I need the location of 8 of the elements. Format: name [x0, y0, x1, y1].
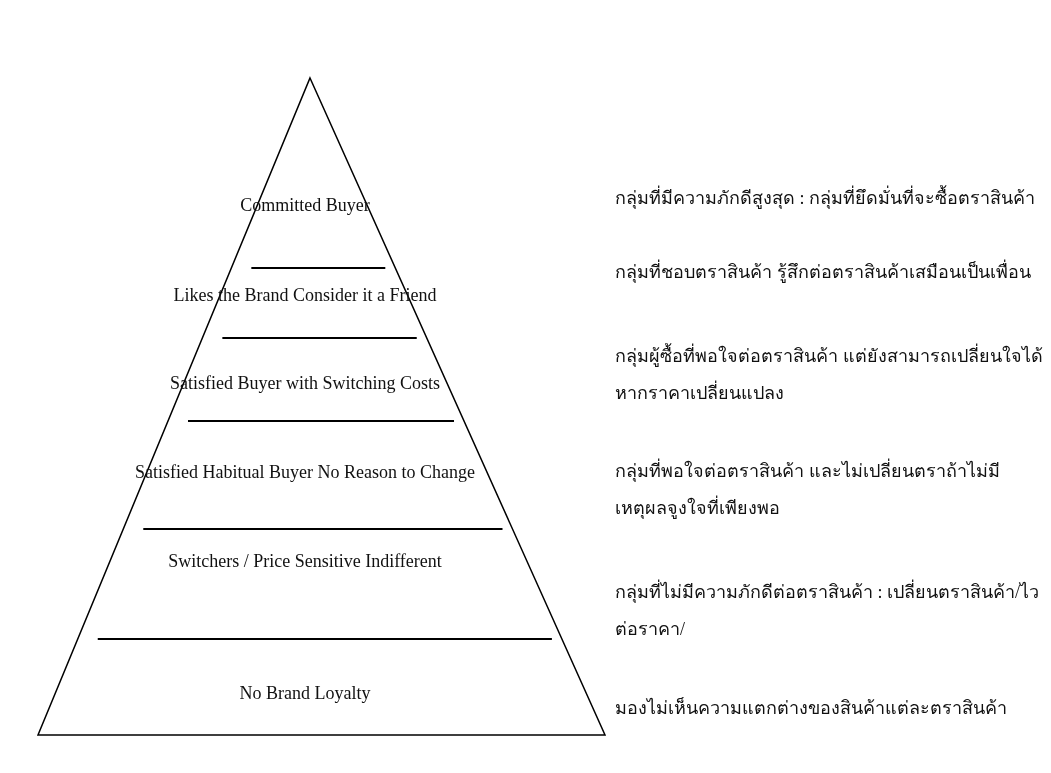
- tier-label: Switchers / Price Sensitive Indifferent: [168, 550, 442, 572]
- tier-description: กลุ่มผู้ซื้อที่พอใจต่อตราสินค้า แต่ยังสามารถเปลี่ยนใจได้หากราคาเปลี่ยนแปลง: [615, 338, 1045, 412]
- tier-label: No Brand Loyalty: [239, 682, 371, 704]
- tier-description: กลุ่มที่พอใจต่อตราสินค้า และไม่เปลี่ยนตราถ้าไม่มีเหตุผลจูงใจที่เพียงพอ: [615, 453, 1045, 527]
- tier-description: มองไม่เห็นความแตกต่างของสินค้าแต่ละตราสินค้า: [615, 696, 1008, 720]
- tier-description: กลุ่มที่ไม่มีความภักดีต่อตราสินค้า : เปลี่ยนตราสินค้า/ไวต่อราคา/: [615, 574, 1045, 648]
- tier-description: กลุ่มที่ชอบตราสินค้า รู้สึกต่อตราสินค้าเสมือนเป็นเพื่อน: [615, 254, 1045, 291]
- tier-description: กลุ่มที่มีความภักดีสูงสุด : กลุ่มที่ยึดมั่นที่จะซื้อตราสินค้า: [615, 180, 1045, 217]
